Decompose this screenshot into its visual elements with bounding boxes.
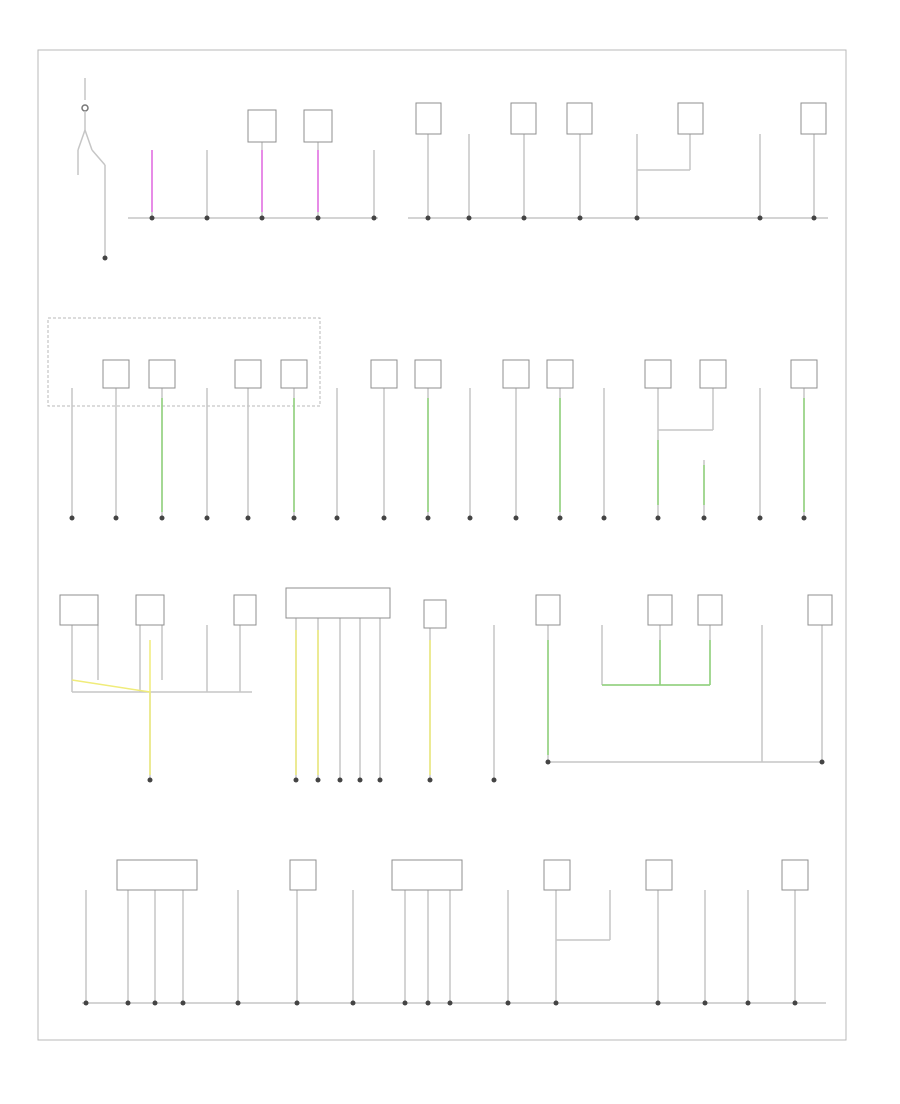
- row-3-colored-wires: [71, 630, 711, 775]
- battery-symbol: [77, 78, 106, 258]
- row-4-ground-nodes: [83, 1000, 798, 1006]
- row-2-ground-nodes: [69, 515, 807, 521]
- row-2-boxes: [102, 359, 818, 389]
- row-1-ground-nodes: [102, 215, 817, 261]
- row-4: [82, 890, 826, 1004]
- row-1-boxes: [247, 102, 827, 143]
- row-2-group-frame: [47, 317, 321, 407]
- row-2-colored-wires: [161, 398, 805, 512]
- row-1-colored-wires: [151, 150, 319, 212]
- diagram-border: [37, 49, 847, 1041]
- row-3-boxes: [59, 587, 833, 629]
- row-1: [77, 78, 828, 258]
- row-3-ground-nodes: [147, 759, 825, 783]
- row-2: [71, 388, 805, 518]
- row-4-boxes: [116, 859, 809, 891]
